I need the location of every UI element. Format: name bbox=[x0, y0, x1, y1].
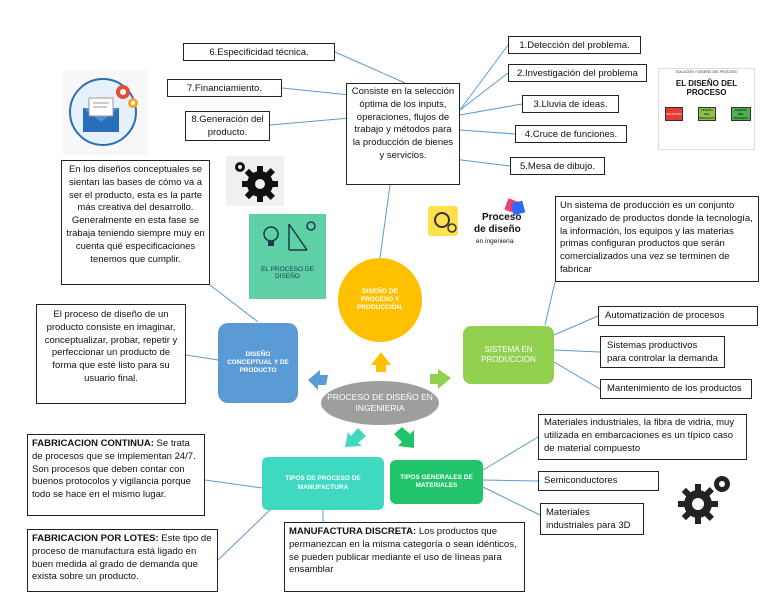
arrow-down-left bbox=[345, 428, 366, 447]
sistema-item-mantenimiento: Mantenimiento de los productos bbox=[600, 379, 752, 399]
conceptual-fases-text: En los diseños conceptuales se sientan l… bbox=[61, 160, 210, 285]
item-financiamiento: 7.Financiamiento. bbox=[167, 79, 282, 97]
book-title: EL PROCESO DE DISEÑO bbox=[261, 266, 314, 280]
arrow-down-right bbox=[394, 427, 414, 448]
item-cruce: 4.Cruce de funciones. bbox=[515, 125, 627, 143]
arrow-up bbox=[371, 352, 391, 372]
item-lluvia: 3.Lluvia de ideas. bbox=[522, 95, 619, 113]
node-tipos-materiales: TIPOS GENERALES DE MATERIALES bbox=[390, 460, 483, 504]
gears-icon bbox=[674, 470, 736, 528]
lightbulb-tools-icon bbox=[263, 226, 279, 242]
node-tipos-proceso: TIPOS DE PROCESO DE MANUFACTURA bbox=[262, 457, 384, 510]
sistema-definicion-text: Un sistema de producción es un conjunto … bbox=[555, 196, 759, 282]
manufactura-continua: FABRICACION CONTINUA: Se trata de proces… bbox=[27, 434, 205, 516]
item-generacion: 8.Generación del producto. bbox=[185, 111, 270, 141]
manufactura-discreta: MANUFACTURA DISCRETA: Los productos que … bbox=[284, 522, 525, 592]
node-conceptual: DISEÑO CONCEPTUAL Y DE PRODUCTO bbox=[218, 323, 298, 403]
gear-icon bbox=[226, 156, 284, 206]
arrow-left bbox=[308, 370, 328, 390]
arrow-right bbox=[430, 369, 451, 389]
material-3d: Materiales industriales para 3D bbox=[540, 503, 644, 535]
item-mesa: 5.Mesa de dibujo. bbox=[510, 157, 605, 175]
material-fibra: Materiales industriales, la fibra de vid… bbox=[538, 414, 747, 460]
node-diseno-proceso: DISEÑO DE PROCESO Y PRODUCCIÓN. bbox=[338, 258, 422, 342]
node-sistema: SISTEMA EN PRODUCCION bbox=[463, 326, 554, 384]
manufactura-lotes: FABRICACION POR LOTES: Este tipo de proc… bbox=[27, 529, 218, 592]
sistema-item-automatizacion: Automatización de procesos bbox=[598, 306, 758, 326]
sistema-item-demanda: Sistemas productivos para controlar la d… bbox=[600, 336, 725, 368]
center-label: PROCESO DE DISEÑO EN INGENIERIA bbox=[327, 392, 433, 413]
material-semiconductores: Semiconductores bbox=[538, 471, 659, 491]
proceso-logo: Proceso de diseño en ingeniería bbox=[424, 196, 531, 252]
conceptual-definicion-text: El proceso de diseño de un producto cons… bbox=[36, 304, 186, 404]
item-especificidad: 6.Especificidad técnica. bbox=[183, 43, 335, 61]
book-cover-image: EL PROCESO DE DISEÑO bbox=[249, 214, 326, 299]
item-deteccion: 1.Detección del problema. bbox=[508, 36, 641, 54]
slide-thumbnail: SOLUCIÓN Y DISEÑO DEL PROCESO EL DISEÑO … bbox=[658, 68, 755, 150]
item-investigacion: 2.Investigación del problema bbox=[508, 64, 647, 82]
center-node: PROCESO DE DISEÑO EN INGENIERIA bbox=[321, 381, 439, 425]
envelope-gears-icon bbox=[63, 70, 148, 155]
definition-box: Consiste en la selección óptima de los i… bbox=[346, 83, 460, 185]
